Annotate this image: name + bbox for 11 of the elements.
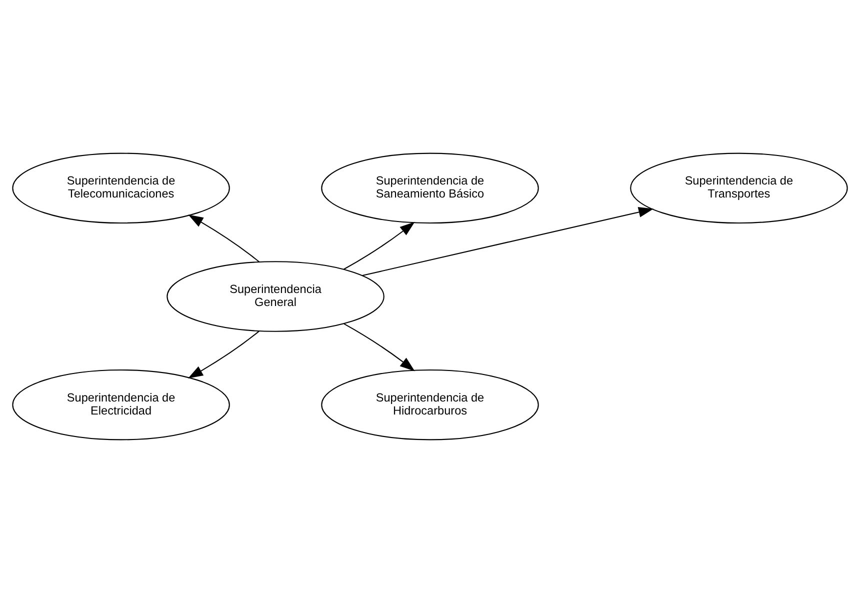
- node-ellipse: Superintendencia de Transportes: [630, 152, 848, 224]
- arrow: [344, 221, 415, 270]
- node-ellipse: Superintendencia de Hidrocarburos: [321, 368, 539, 440]
- node-ellipse: Superintendencia de Saneamiento Básico: [321, 152, 539, 224]
- node-ellipse: Superintendencia de Electricidad: [12, 368, 230, 440]
- arrow: [344, 322, 415, 371]
- arrow: [188, 214, 260, 262]
- arrow: [188, 330, 260, 378]
- arrow: [362, 206, 654, 276]
- node-ellipse: Superintendencia de Telecomunicaciones: [12, 152, 230, 224]
- node-ellipse: Superintendencia General: [166, 260, 384, 332]
